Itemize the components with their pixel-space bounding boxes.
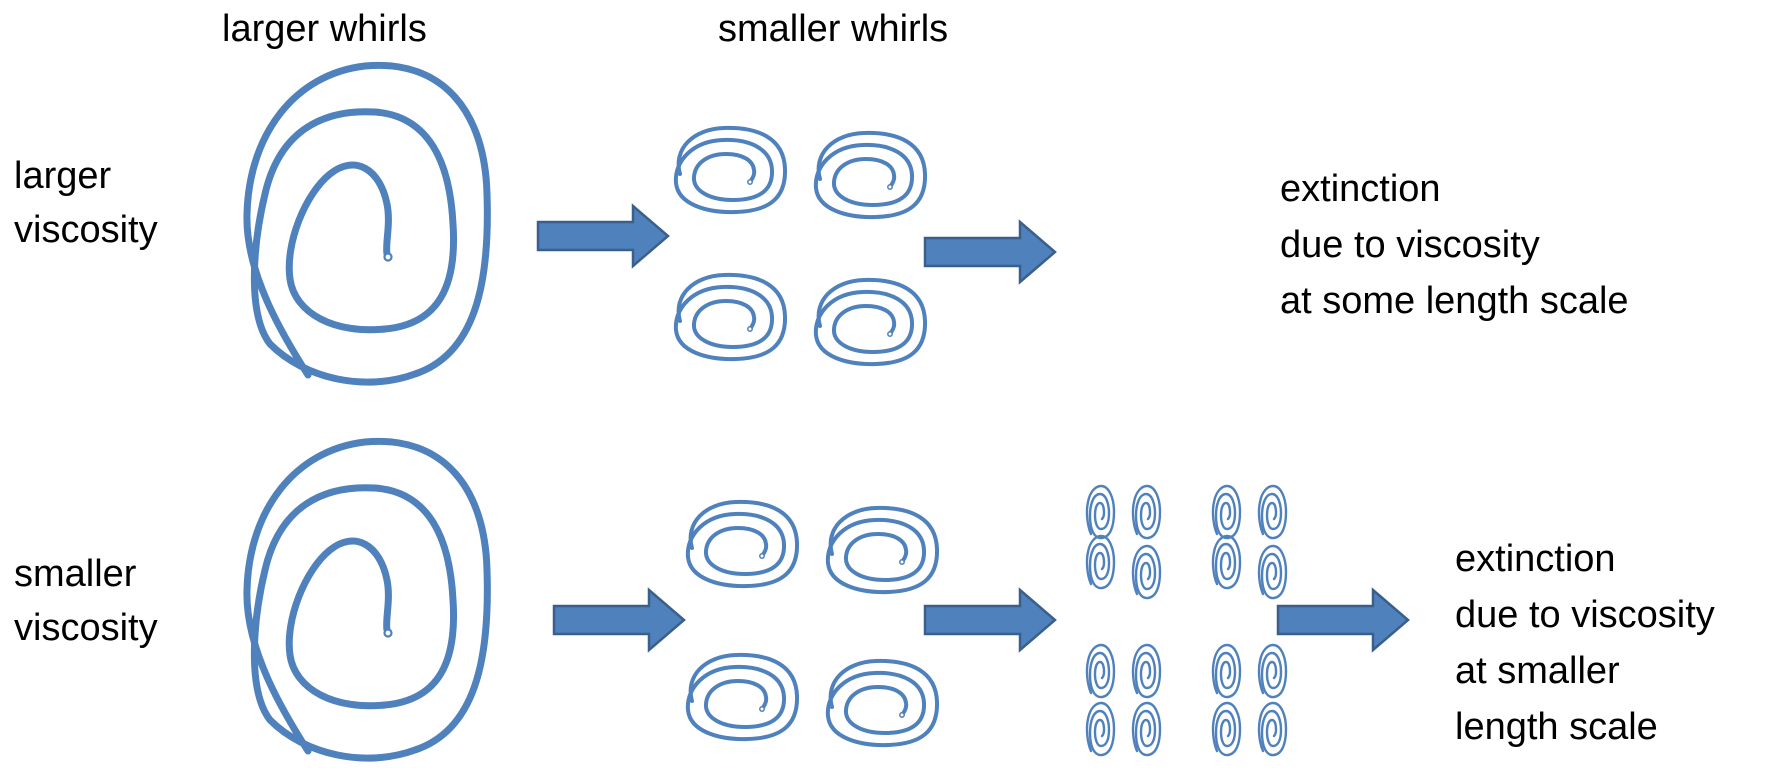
row2-label-line1: smaller	[14, 553, 137, 595]
large-whirl-icon	[247, 65, 487, 382]
tiny-whirl-icon	[1131, 484, 1162, 540]
row1-outcome-line2: due to viscosity	[1280, 224, 1540, 266]
row1-label-line1: larger	[14, 155, 112, 197]
tiny-whirl-icon	[1131, 643, 1162, 699]
right-arrow-icon	[552, 588, 686, 652]
row1-outcome-line1: extinction	[1280, 168, 1441, 210]
medium-whirl-icon	[825, 505, 940, 595]
row1-outcome-line3: at some length scale	[1280, 280, 1629, 322]
tiny-whirl-icon	[1211, 534, 1242, 590]
tiny-whirl-icon	[1131, 544, 1162, 600]
right-arrow-icon	[923, 220, 1057, 284]
medium-whirl-icon	[685, 499, 800, 589]
tiny-whirl-icon	[1085, 643, 1116, 699]
tiny-whirl-icon	[1257, 484, 1288, 540]
medium-whirl-icon	[813, 130, 928, 220]
medium-whirl-icon	[685, 652, 800, 742]
row2-outcome-line2: due to viscosity	[1455, 594, 1715, 636]
medium-whirl-icon	[673, 272, 788, 362]
row2-outcome-line1: extinction	[1455, 538, 1616, 580]
tiny-whirl-icon	[1257, 643, 1288, 699]
row2-label-line2: viscosity	[14, 607, 158, 649]
medium-whirl-icon	[673, 125, 788, 215]
header-smaller-whirls: smaller whirls	[718, 8, 949, 50]
tiny-whirl-icon	[1131, 701, 1162, 757]
tiny-whirl-icon	[1085, 484, 1116, 540]
tiny-whirl-icon	[1211, 643, 1242, 699]
right-arrow-icon	[536, 204, 670, 268]
large-whirl-icon	[247, 441, 487, 758]
header-larger-whirls: larger whirls	[222, 8, 427, 50]
tiny-whirl-icon	[1211, 701, 1242, 757]
medium-whirl-icon	[825, 658, 940, 748]
row2-outcome-line4: length scale	[1455, 706, 1658, 748]
tiny-whirl-icon	[1085, 701, 1116, 757]
right-arrow-icon	[923, 588, 1057, 652]
tiny-whirl-icon	[1257, 701, 1288, 757]
tiny-whirl-icon	[1085, 534, 1116, 590]
right-arrow-icon	[1276, 588, 1410, 652]
medium-whirl-icon	[813, 277, 928, 367]
tiny-whirl-icon	[1257, 544, 1288, 600]
tiny-whirl-icon	[1211, 484, 1242, 540]
row2-outcome-line3: at smaller	[1455, 650, 1620, 692]
row1-label-line2: viscosity	[14, 209, 158, 251]
